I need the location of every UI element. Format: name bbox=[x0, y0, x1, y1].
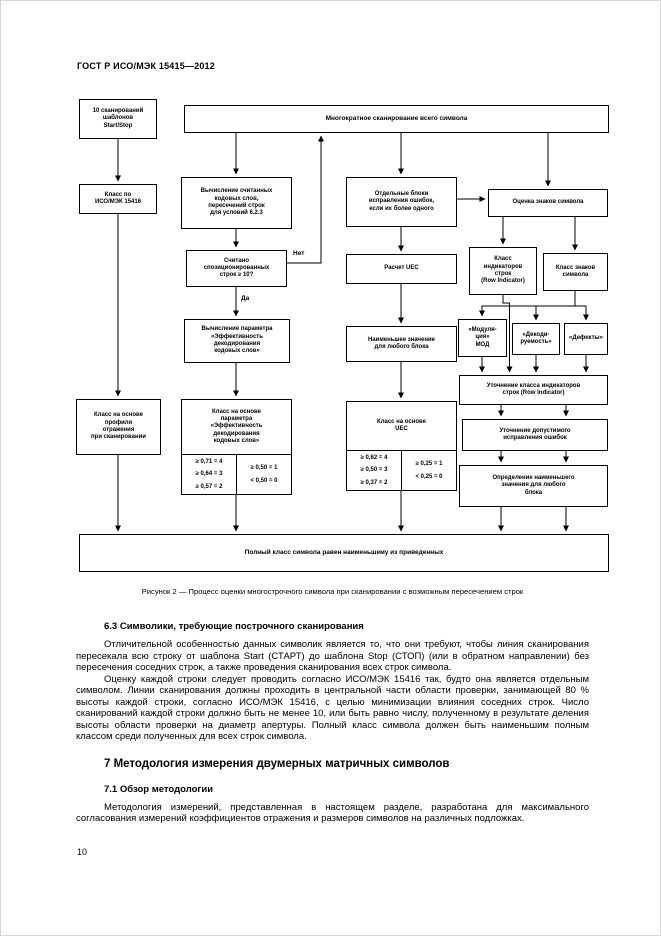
section-7-heading: 7 Методология измерения двумерных матрич… bbox=[104, 757, 450, 770]
flow-node-grade-param: Класс на основе параметра «Эффективность… bbox=[181, 399, 292, 495]
flow-node-refine-row-indicator: Уточнение класса индикаторов строк (Row … bbox=[459, 375, 608, 405]
section-7-1-heading: 7.1 Обзор методологии bbox=[104, 783, 214, 795]
flow-node-modulation: «Модуля- ция» МОД bbox=[458, 319, 507, 357]
section-6-3-paragraph-2: Оценку каждой строки следует проводить с… bbox=[76, 673, 589, 743]
flow-node-multi-scan: Многократное сканирование всего символа bbox=[184, 105, 609, 133]
grade-param-table: ≥ 0,71 = 4 ≥ 0,64 = 3 ≥ 0,57 = 2 ≥ 0,50 … bbox=[182, 454, 291, 494]
grade-cell: ≥ 0,50 = 3 bbox=[360, 467, 388, 474]
grade-cell: ≥ 0,25 = 1 bbox=[415, 461, 443, 467]
section-7-1-paragraph-1: Методология измерений, представленная в … bbox=[76, 801, 589, 825]
grade-uec-table: ≥ 0,62 = 4 ≥ 0,50 = 3 ≥ 0,37 = 2 ≥ 0,25 … bbox=[347, 450, 456, 490]
text-content: Рисунок 2 — Процесс оценки многострочног… bbox=[76, 587, 589, 825]
flow-node-char-grade: Класс знаков символа bbox=[543, 253, 608, 291]
branch-label-yes: Да bbox=[240, 295, 251, 302]
flow-node-symbol-chars: Оценка знаков символа bbox=[488, 189, 608, 217]
page-number: 10 bbox=[77, 847, 88, 857]
grade-param-col-left: ≥ 0,71 = 4 ≥ 0,64 = 3 ≥ 0,57 = 2 bbox=[182, 455, 236, 494]
grade-cell: ≥ 0,64 = 3 bbox=[195, 471, 223, 478]
grade-cell: ≥ 0,50 = 1 bbox=[250, 465, 278, 471]
section-6-3-heading: 6.3 Символики, требующие построчного ска… bbox=[104, 621, 364, 632]
grade-param-col-right: ≥ 0,50 = 1 < 0,50 = 0 bbox=[236, 455, 291, 494]
grade-cell: ≥ 0,57 = 2 bbox=[195, 483, 223, 490]
branch-label-no: Нет bbox=[292, 250, 306, 257]
flow-node-final-grade: Полный класс символа равен наименьшему и… bbox=[79, 534, 609, 572]
flow-node-grade-profile: Класс на основе профиля отражения при ск… bbox=[76, 399, 161, 455]
grade-uec-title: Класс на основе UEC bbox=[377, 418, 426, 432]
flow-node-row-indicator-grade: Класс индикаторов строк (Row Indicator) bbox=[469, 247, 537, 295]
grade-cell: ≥ 0,62 = 4 bbox=[360, 454, 388, 461]
flow-node-compute-param: Вычисление параметра «Эффективность деко… bbox=[184, 319, 290, 363]
flow-node-determine-lowest: Определение наименьшего значения для люб… bbox=[459, 465, 608, 507]
section-6-3-paragraph-1: Отличительной особенностью данных символ… bbox=[76, 639, 589, 673]
grade-cell: < 0,50 = 0 bbox=[250, 477, 278, 484]
flow-node-refine-error-correction: Уточнение допустимого исправления ошибок bbox=[462, 419, 608, 451]
flow-node-decodability: «Декоди- руемость» bbox=[512, 323, 560, 355]
flow-node-uec-calc: Расчет UEC bbox=[346, 254, 457, 284]
grade-cell: ≥ 0,37 = 2 bbox=[360, 479, 388, 486]
flow-node-separate-blocks: Отдельные блоки исправления ошибок, если… bbox=[346, 177, 457, 227]
page-header: ГОСТ Р ИСО/МЭК 15415—2012 bbox=[77, 61, 215, 71]
flow-node-grade-15416: Класс по ИСО/МЭК 15416 bbox=[79, 184, 157, 214]
figure-caption: Рисунок 2 — Процесс оценки многострочног… bbox=[141, 587, 524, 596]
flow-node-start-stop: 10 сканирований шаблонов Start/Stop bbox=[79, 99, 157, 139]
grade-param-title: Класс на основе параметра «Эффективность… bbox=[210, 408, 263, 444]
flow-node-defects: «Дефекты» bbox=[564, 323, 608, 355]
flow-node-grade-uec: Класс на основе UEC ≥ 0,62 = 4 ≥ 0,50 = … bbox=[346, 401, 457, 491]
flow-node-compute-codewords: Вычисление считанных кодовых слов, перес… bbox=[181, 177, 292, 229]
grade-cell: ≥ 0,71 = 4 bbox=[195, 458, 223, 465]
grade-uec-col-left: ≥ 0,62 = 4 ≥ 0,50 = 3 ≥ 0,37 = 2 bbox=[347, 451, 401, 490]
grade-cell: < 0,25 = 0 bbox=[415, 473, 443, 480]
flow-node-rows-check: Считано спозиционированных строк ≥ 10? bbox=[186, 250, 287, 287]
flow-node-lowest-value: Наименьшее значение для любого блока bbox=[346, 326, 457, 362]
grade-uec-col-right: ≥ 0,25 = 1 < 0,25 = 0 bbox=[401, 451, 456, 490]
